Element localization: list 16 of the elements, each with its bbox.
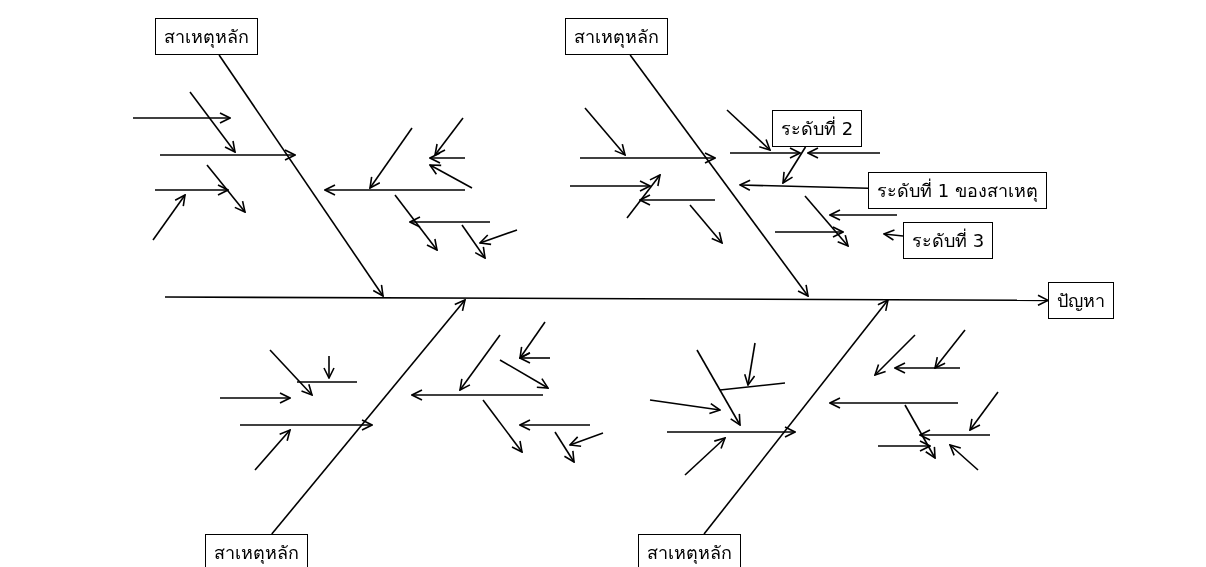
level-label-box: ระดับที่ 3 [903, 222, 994, 259]
bone-arrow [270, 299, 466, 535]
cause-box: สาเหตุหลัก [205, 534, 308, 567]
cause-box: สาเหตุหลัก [565, 18, 668, 55]
bone-arrow [629, 54, 809, 297]
level-label-box: ระดับที่ 1 ของสาเหตุ [868, 172, 1047, 209]
cause-box: สาเหตุหลัก [638, 534, 741, 567]
bone-arrow [218, 54, 384, 297]
level-label-box: ระดับที่ 2 [772, 110, 863, 147]
problem-box: ปัญหา [1048, 282, 1114, 319]
leader-line [782, 146, 807, 184]
spine-arrow [164, 294, 1049, 307]
leader-line [739, 179, 869, 192]
bone-arrow [703, 299, 889, 535]
cause-box: สาเหตุหลัก [155, 18, 258, 55]
leader-line [883, 229, 904, 241]
